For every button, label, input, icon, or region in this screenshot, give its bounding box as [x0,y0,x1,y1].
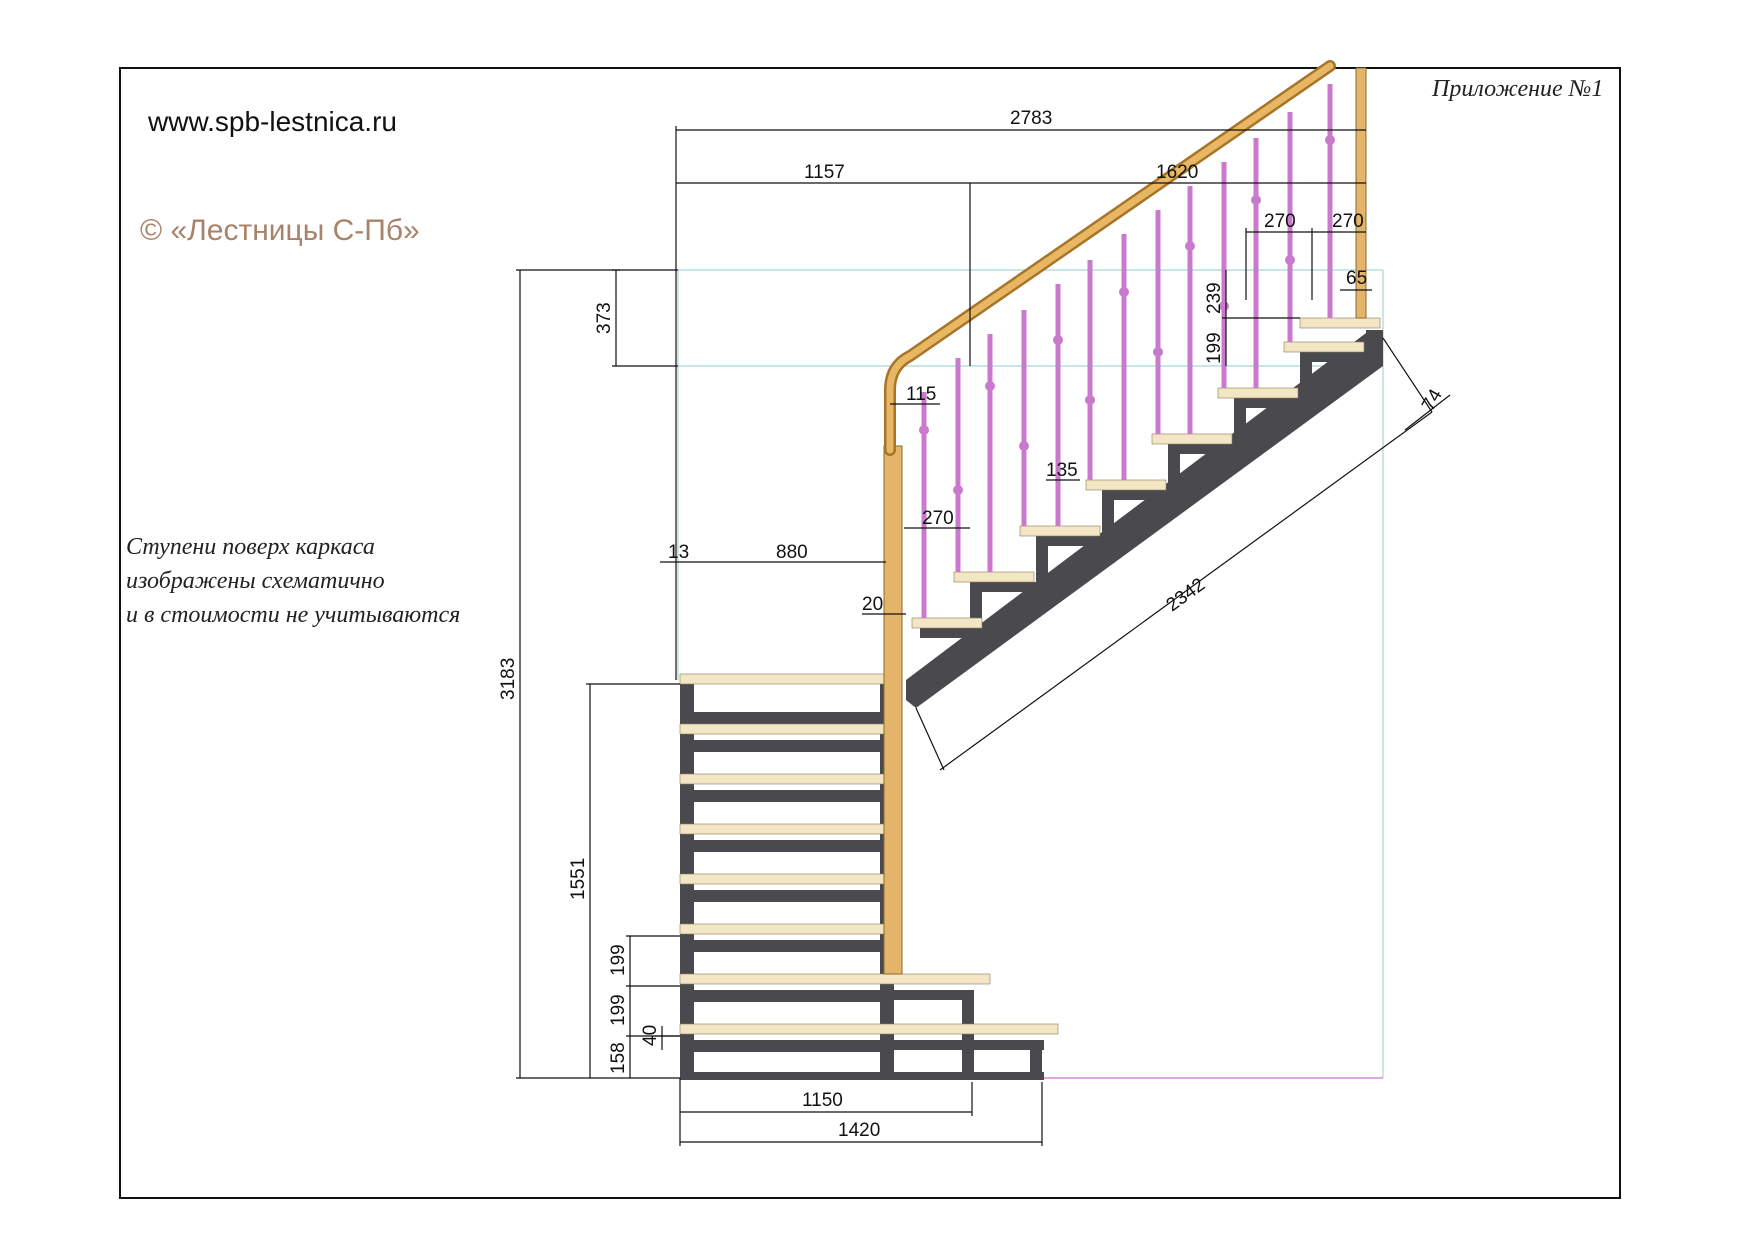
dim-landing-height: 1551 [568,858,589,900]
newel-post-lower [883,445,903,975]
dim-baluster-offset: 115 [906,384,936,405]
dim-post-offset: 65 [1346,268,1367,289]
balusters [921,84,1333,618]
drawing-frame [119,67,1621,1199]
dimension-lines [516,126,1451,1146]
dim-base-length: 1420 [838,1120,880,1141]
handrail-highlight [886,62,1334,454]
dim-stringer-length: 2342 [1163,574,1210,616]
dim-stringer-depth: 74 [1418,385,1447,414]
schematic-note: Ступени поверх каркаса изображены схемат… [126,530,460,632]
dim-total-height: 3183 [498,658,519,700]
dim-tread-thickness: 40 [640,1025,661,1046]
dim-bottom-step: 158 [608,1042,629,1074]
note-line: изображены схематично [126,568,385,594]
appendix-label: Приложение №1 [1432,76,1604,102]
lower-flight-treads [679,673,1059,1035]
dim-baluster-spacing: 135 [1046,460,1078,481]
dim-base-width: 1150 [802,1090,843,1111]
dim-lower-run: 1157 [804,162,845,183]
dim-tread-top-2: 270 [1332,211,1364,232]
dim-riser-2: 199 [608,994,629,1026]
note-line: Ступени поверх каркаса [126,534,375,560]
dim-total-length: 2783 [1010,108,1052,129]
dim-riser-1: 199 [608,944,629,976]
dim-headroom: 373 [594,302,615,334]
note-line: и в стоимости не учитываются [126,602,461,628]
dim-tread-top-1: 270 [1264,211,1296,232]
dim-rail-height-top: 239 [1204,282,1225,314]
dim-gap: 13 [668,542,689,563]
upper-stringer [906,330,1383,708]
website-url[interactable]: www.spb-lestnica.ru [148,106,397,137]
copyright-notice: © «Лестницы С-Пб» [140,214,420,247]
dim-tread-mid: 270 [922,508,954,529]
lower-flight-frame [680,680,1044,1080]
upper-step-frames [920,330,1378,638]
dim-upper-run: 1620 [1156,162,1198,183]
dim-riser-top: 199 [1204,332,1225,364]
dim-landing-width: 880 [776,542,808,563]
newel-post-upper [1355,67,1367,319]
dim-post-gap: 20 [862,594,883,615]
